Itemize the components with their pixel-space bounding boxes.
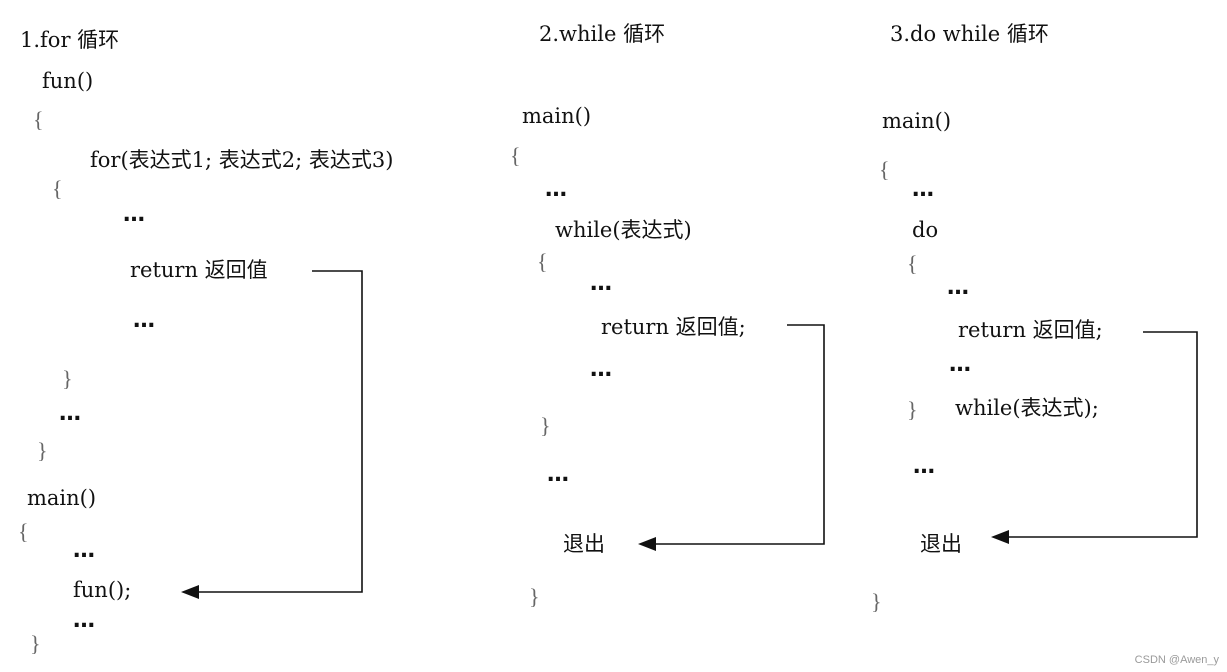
for-statement: for(表达式1; 表达式2; 表达式3): [90, 148, 394, 172]
main-close-brace: }: [529, 584, 540, 609]
do-while-loop-heading: 3.do while 循环: [890, 22, 1049, 46]
return-to-call-connector: [198, 270, 363, 593]
ellipsis: …: [590, 271, 612, 296]
arrowhead: [638, 537, 656, 551]
main-open-brace: {: [879, 157, 890, 182]
ellipsis: …: [949, 352, 971, 377]
ellipsis: …: [123, 202, 145, 227]
ellipsis: …: [912, 177, 934, 202]
fun-signature: fun(): [42, 69, 94, 93]
for-close-brace: }: [62, 366, 73, 391]
while-open-brace: {: [537, 249, 548, 274]
ellipsis: …: [545, 177, 567, 202]
for-open-brace: {: [52, 176, 63, 201]
main-open-brace: {: [18, 519, 29, 544]
while-return-statement: return 返回值;: [601, 315, 746, 339]
fun-close-brace: }: [37, 438, 48, 463]
do-keyword: do: [912, 218, 939, 242]
while-loop-heading: 2.while 循环: [539, 22, 666, 46]
return-to-exit-connector: [1008, 331, 1198, 538]
main-signature: main(): [27, 486, 97, 510]
do-while-return-statement: return 返回值;: [958, 318, 1103, 342]
do-open-brace: {: [907, 251, 918, 276]
ellipsis: …: [133, 308, 155, 333]
ellipsis: …: [547, 462, 569, 487]
arrowhead: [181, 585, 199, 599]
ellipsis: …: [59, 401, 81, 426]
return-to-exit-connector: [655, 324, 825, 545]
while-statement: while(表达式): [555, 218, 692, 242]
ellipsis: …: [73, 608, 95, 633]
while-close-brace: }: [540, 413, 551, 438]
ellipsis: …: [947, 275, 969, 300]
watermark: CSDN @Awen_y: [1134, 654, 1219, 666]
for-return-statement: return 返回值: [130, 258, 268, 282]
for-loop-heading: 1.for 循环: [20, 28, 120, 52]
do-while-condition: while(表达式);: [955, 396, 1099, 420]
fun-call: fun();: [73, 578, 132, 602]
main-close-brace: }: [871, 589, 882, 614]
main-open-brace: {: [510, 143, 521, 168]
fun-open-brace: {: [33, 107, 44, 132]
do-while-exit-label: 退出: [920, 532, 962, 556]
main-signature: main(): [522, 104, 592, 128]
ellipsis: …: [590, 357, 612, 382]
main-close-brace: }: [30, 631, 41, 656]
do-close-brace: }: [907, 397, 918, 422]
main-signature: main(): [882, 109, 952, 133]
arrowhead: [991, 530, 1009, 544]
ellipsis: …: [73, 538, 95, 563]
while-exit-label: 退出: [563, 532, 605, 556]
ellipsis: …: [913, 454, 935, 479]
